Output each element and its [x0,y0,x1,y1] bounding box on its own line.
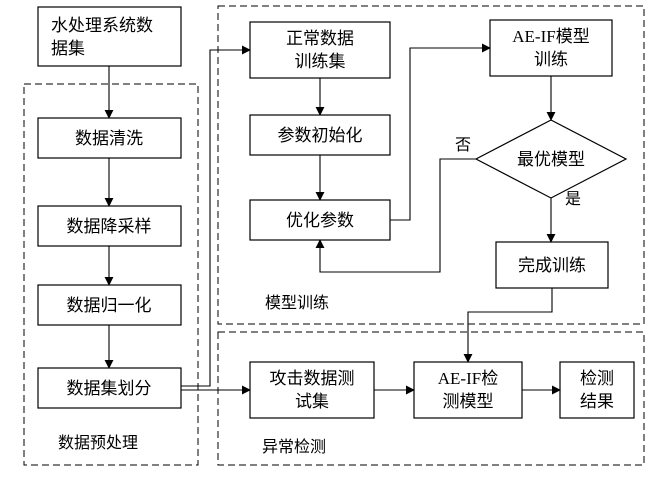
attack-test-node-line1: 攻击数据测 [270,369,355,388]
arrow-optimize-to-aeif-train [390,43,491,221]
arrow-split-to-normal-train [181,45,251,387]
split-node-label: 数据集划分 [67,379,152,398]
cleaning-node: 数据清洗 [37,117,182,159]
optimize-node: 优化参数 [249,199,391,241]
decision-yes-label: 是 [565,191,581,208]
aeif-train-node-line1: AE-IF模型 [512,27,589,46]
normal-train-node-line1: 正常数据 [286,29,354,48]
normalization-node: 数据归一化 [37,284,182,326]
downsampling-node: 数据降采样 [37,205,182,247]
attack-test-node: 攻击数据测 试集 [249,361,375,419]
split-node: 数据集划分 [37,367,182,409]
aeif-train-node: AE-IF模型 训练 [489,19,613,77]
normal-train-node: 正常数据 训练集 [249,21,391,79]
detection-group [217,331,645,466]
finish-train-node-label: 完成训练 [518,256,586,275]
training-group-label: 模型训练 [265,294,329,312]
finish-train-node: 完成训练 [495,241,609,289]
preprocess-group-label: 数据预处理 [58,434,138,452]
aeif-detect-node-line1: AE-IF检 [438,369,498,388]
preprocess-group [23,83,199,466]
normalization-node-label: 数据归一化 [67,296,152,315]
dataset-node-line2: 据集 [51,39,85,58]
attack-test-node-line2: 试集 [295,392,329,411]
arrow-finish-to-aeif-detect [463,288,553,363]
cleaning-node-label: 数据清洗 [75,129,143,148]
result-node: 检测 结果 [559,361,635,419]
aeif-detect-node: AE-IF检 测模型 [413,361,523,419]
downsampling-node-label: 数据降采样 [67,217,152,236]
optimize-node-label: 优化参数 [286,211,354,230]
dataset-node-line1: 水处理系统数 [51,16,153,35]
training-group [217,5,645,325]
param-init-node-label: 参数初始化 [278,126,363,145]
param-init-node: 参数初始化 [249,114,391,156]
decision-no-label: 否 [455,137,471,154]
best-model-node-label: 最优模型 [517,150,585,169]
aeif-detect-node-line2: 测模型 [443,392,494,411]
dataset-node: 水处理系统数 据集 [37,6,182,67]
arrow-best-model-no-to-optimize [315,158,476,273]
result-node-line1: 检测 [580,369,614,388]
detection-group-label: 异常检测 [262,438,326,456]
result-node-line2: 结果 [580,392,614,411]
best-model-node: 最优模型 [474,119,628,199]
normal-train-node-line2: 训练集 [295,52,346,71]
aeif-train-node-line2: 训练 [534,50,568,69]
